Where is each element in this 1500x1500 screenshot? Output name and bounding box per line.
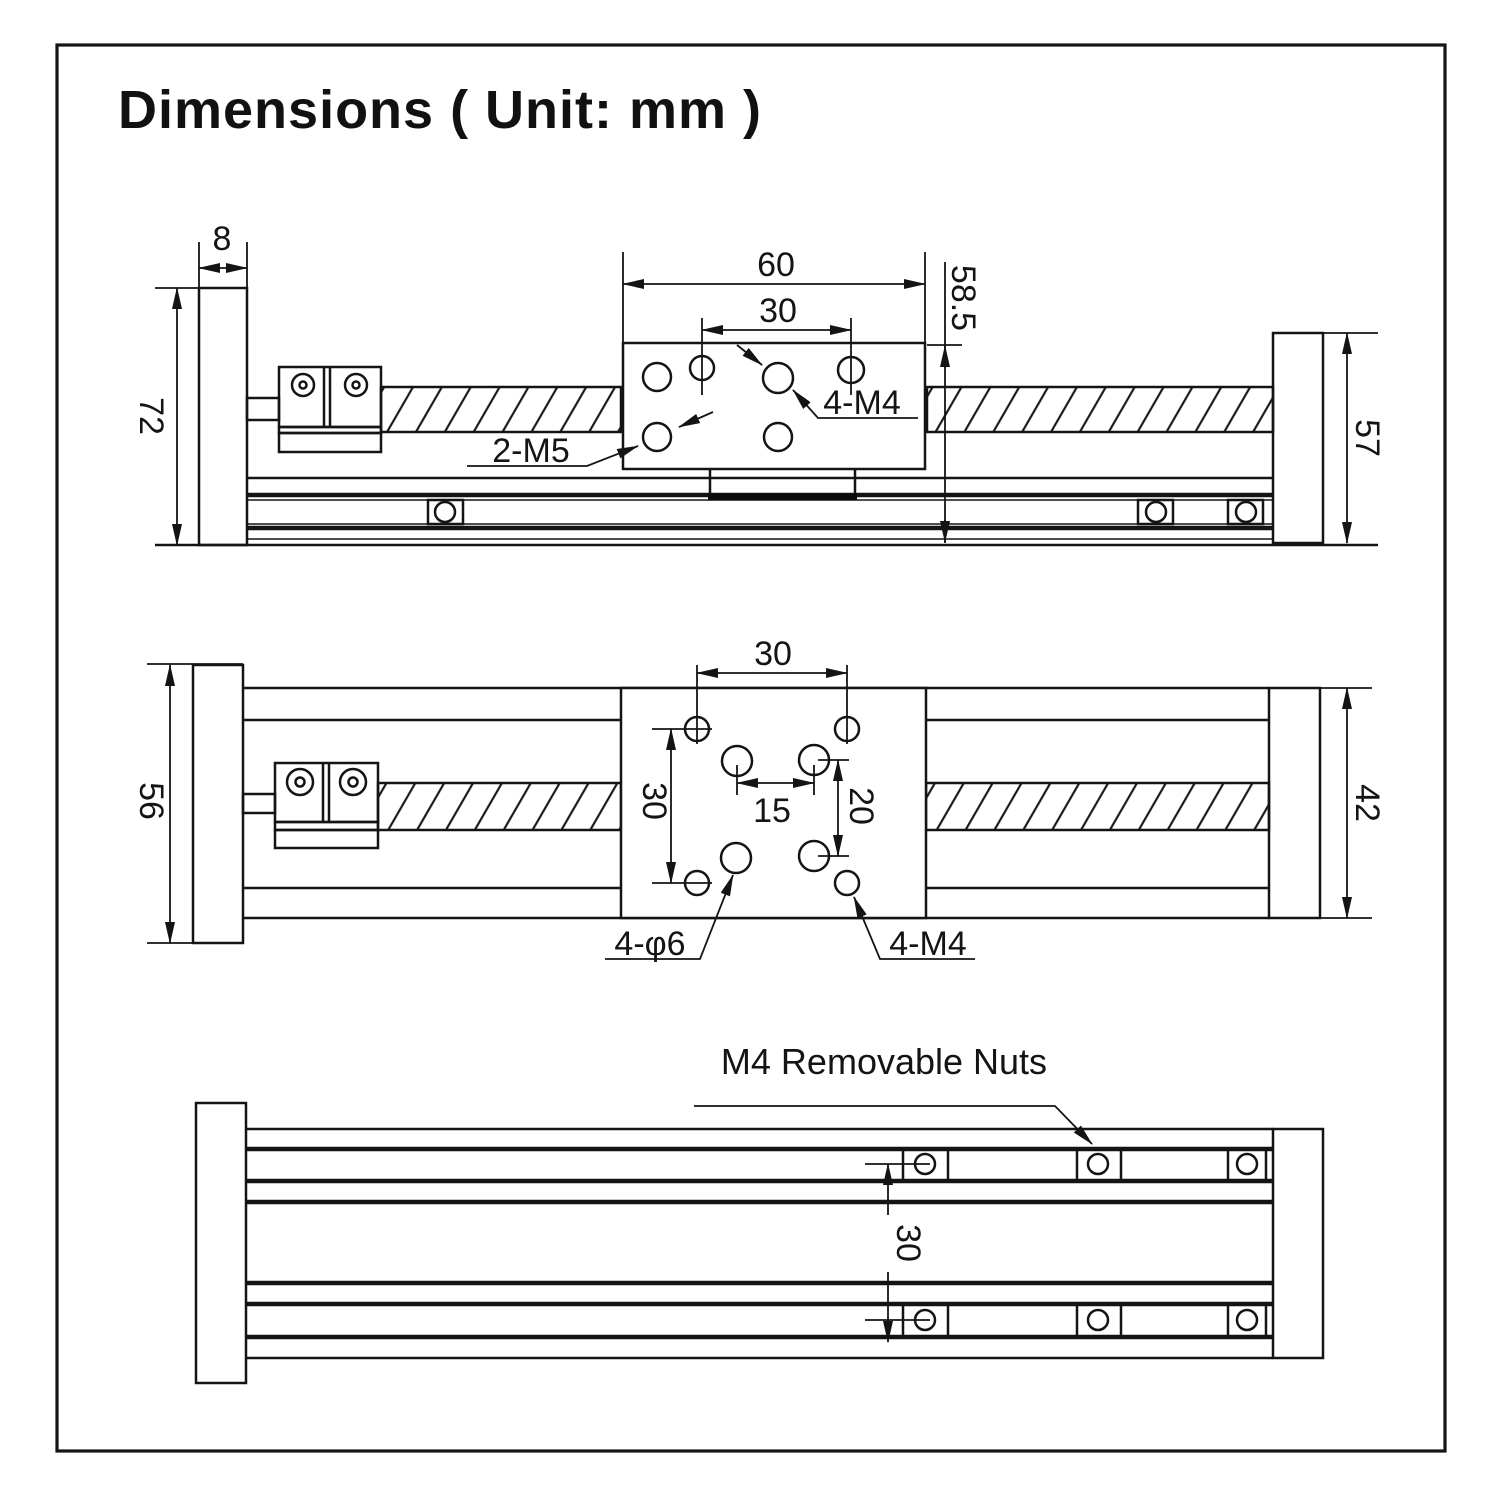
- dim-end-block-height: 57: [1323, 332, 1386, 544]
- dim-corner-pitch-x: 30: [696, 635, 848, 678]
- border-frame: [55, 43, 1447, 1453]
- svg-text:57: 57: [1348, 419, 1386, 457]
- lead-screw-hatch: [376, 781, 623, 832]
- tslot-nuts-bottom-row: [901, 1304, 1268, 1337]
- svg-text:58.5: 58.5: [944, 265, 982, 331]
- svg-text:M4 Removable Nuts: M4 Removable Nuts: [721, 1041, 1047, 1082]
- svg-text:30: 30: [889, 1224, 927, 1262]
- svg-text:15: 15: [753, 792, 791, 830]
- left-end-plate: [197, 286, 249, 547]
- tslot-nuts-top-row: [901, 1149, 1268, 1181]
- carriage-table: [621, 318, 927, 471]
- dim-inner-pitch-y: 20: [833, 759, 880, 857]
- side-view: 8 72 60 30 58.5: [132, 220, 1386, 547]
- svg-text:4-M4: 4-M4: [823, 384, 900, 422]
- svg-text:30: 30: [635, 782, 673, 820]
- label-phi6-holes: 4-φ6: [605, 874, 734, 963]
- dim-total-height: 72: [132, 287, 247, 546]
- svg-text:72: 72: [132, 397, 170, 435]
- dim-hole-pitch: 30: [701, 292, 852, 335]
- svg-text:4-M4: 4-M4: [889, 925, 966, 963]
- tslot-nut-left: [426, 498, 465, 526]
- dim-carriage-length: 60: [622, 246, 926, 343]
- svg-text:8: 8: [213, 220, 232, 258]
- right-end-block: [1267, 686, 1322, 920]
- lead-screw-hatch: [925, 385, 1275, 434]
- svg-text:4-φ6: 4-φ6: [614, 925, 685, 963]
- label-m5-holes: 2-M5: [467, 411, 714, 470]
- dim-inner-pitch-x: 15: [736, 778, 815, 830]
- plan-view: 56 30 30 15 20 42 4: [132, 635, 1386, 963]
- svg-text:30: 30: [754, 635, 792, 673]
- bearing-block: [273, 761, 380, 850]
- svg-text:60: 60: [757, 246, 795, 284]
- left-end-plate: [194, 1101, 248, 1385]
- bearing-block: [277, 365, 383, 454]
- svg-text:42: 42: [1348, 784, 1386, 822]
- svg-text:30: 30: [759, 292, 797, 330]
- svg-text:2-M5: 2-M5: [492, 432, 569, 470]
- label-removable-nuts: M4 Removable Nuts: [694, 1041, 1093, 1145]
- dim-table-height: 58.5: [927, 262, 982, 543]
- right-end-block: [1271, 331, 1325, 545]
- dim-end-plate-width: 56: [132, 663, 243, 944]
- left-end-plate: [191, 663, 245, 945]
- screw-stub: [241, 792, 277, 815]
- label-m4-holes-plan: 4-M4: [853, 896, 975, 963]
- label-m4-holes-side: 4-M4: [736, 344, 918, 422]
- tslot-nut-right-1: [1136, 498, 1175, 526]
- svg-text:56: 56: [132, 782, 170, 820]
- dim-body-width: 42: [1320, 687, 1386, 919]
- right-end-block: [1271, 1127, 1325, 1360]
- lead-screw-hatch: [379, 385, 623, 434]
- tslot-nut-right-2: [1226, 498, 1265, 526]
- lead-screw-hatch: [924, 781, 1271, 832]
- page-title: Dimensions ( Unit: mm ): [118, 80, 762, 140]
- dim-slot-pitch: 30: [865, 1163, 930, 1343]
- dim-corner-pitch-y: 30: [635, 728, 676, 884]
- bottom-view: M4 Removable Nuts 30: [194, 1041, 1325, 1385]
- svg-text:20: 20: [842, 787, 880, 825]
- screw-stub: [245, 396, 281, 422]
- dim-plate-thickness: 8: [198, 220, 248, 288]
